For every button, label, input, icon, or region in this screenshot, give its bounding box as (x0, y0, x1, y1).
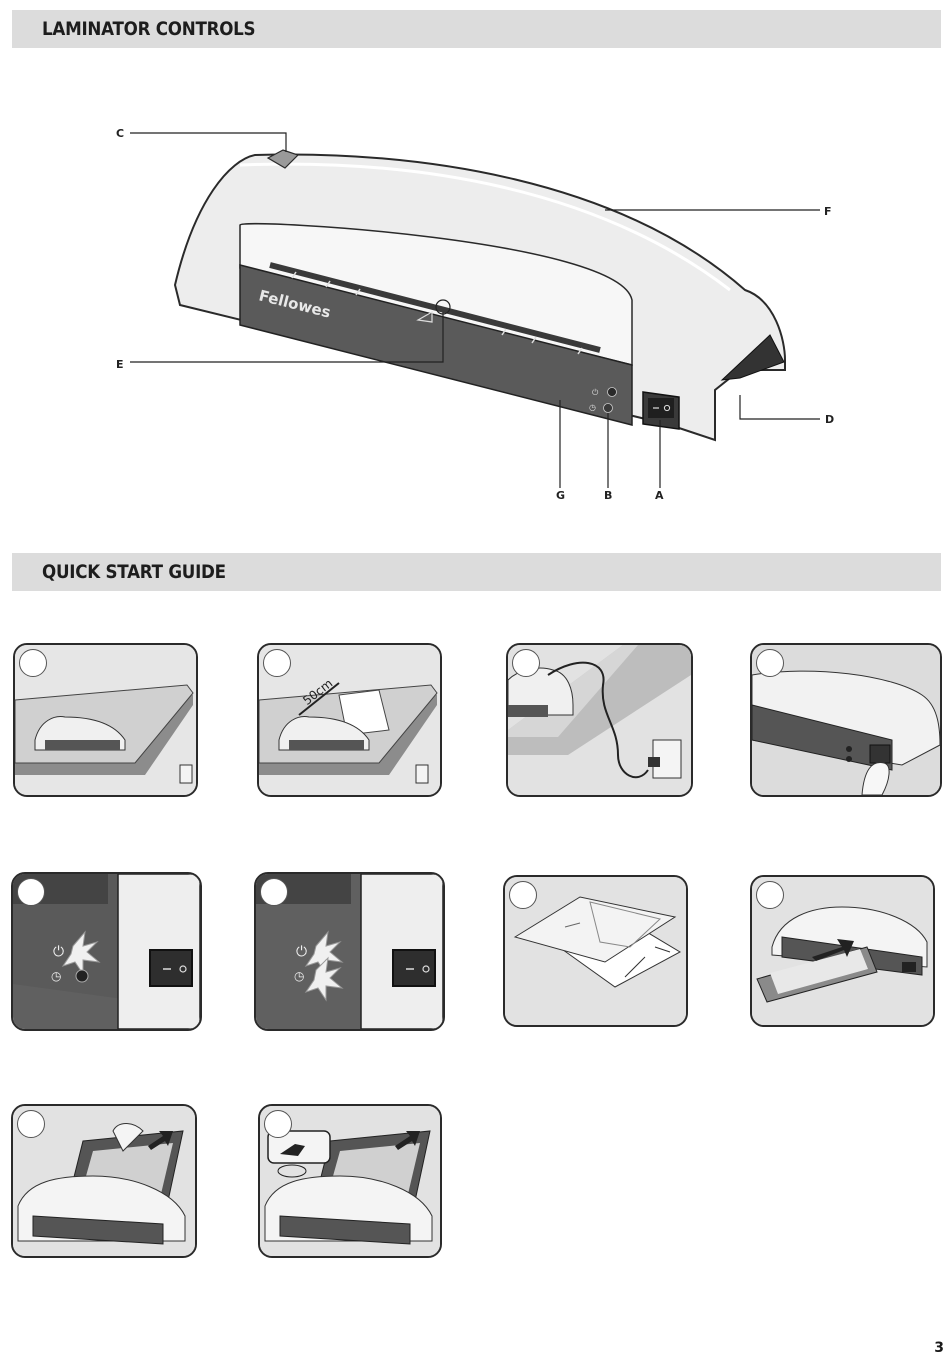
callout-c: C (116, 127, 124, 140)
laminator-diagram: Fellowes ⏻ ◷ C F E D G B A (0, 100, 950, 520)
on-off-switch (643, 392, 679, 429)
step-1-number-badge (19, 649, 47, 677)
callout-g: G (556, 489, 565, 502)
svg-text:◷: ◷ (294, 969, 305, 983)
step-2-number-badge (263, 649, 291, 677)
laminator-controls-title: LAMINATOR CONTROLS (42, 18, 255, 40)
quick-start-guide-title: QUICK START GUIDE (42, 561, 226, 583)
step-7-panel (503, 875, 688, 1027)
laminator-controls-header: LAMINATOR CONTROLS (12, 10, 941, 48)
svg-text:◷: ◷ (589, 403, 596, 412)
step-6-number-badge (260, 878, 288, 906)
page-number: 3 (934, 1340, 944, 1356)
step-8-number-badge (756, 881, 784, 909)
step-9-number-badge (17, 1110, 45, 1138)
step-10-panel (258, 1104, 442, 1258)
step-3-number-badge (512, 649, 540, 677)
quick-start-guide-header: QUICK START GUIDE (12, 553, 941, 591)
step-7-number-badge (509, 881, 537, 909)
step-10-number-badge (264, 1110, 292, 1138)
svg-text:⏻: ⏻ (296, 943, 307, 959)
callout-f: F (824, 205, 832, 218)
step-5-panel: ⏻ ◷ (11, 872, 202, 1031)
power-light-icon (608, 388, 617, 397)
step-4-number-badge (756, 649, 784, 677)
svg-text:⏻: ⏻ (592, 388, 599, 397)
step-5-number-badge (17, 878, 45, 906)
callout-b: B (604, 489, 612, 502)
step-2-panel: 50cm (257, 643, 442, 797)
step-8-panel (750, 875, 935, 1027)
step-9-panel (11, 1104, 197, 1258)
step-6-panel: ⏻ ◷ (254, 872, 445, 1031)
callout-e: E (116, 358, 124, 371)
ready-light-icon (604, 404, 613, 413)
callout-d: D (825, 413, 834, 426)
svg-text:◷: ◷ (51, 969, 62, 983)
callout-a: A (655, 489, 664, 502)
step-3-panel (506, 643, 693, 797)
step-4-panel (750, 643, 942, 797)
step-1-panel (13, 643, 198, 797)
svg-text:⏻: ⏻ (53, 943, 64, 959)
